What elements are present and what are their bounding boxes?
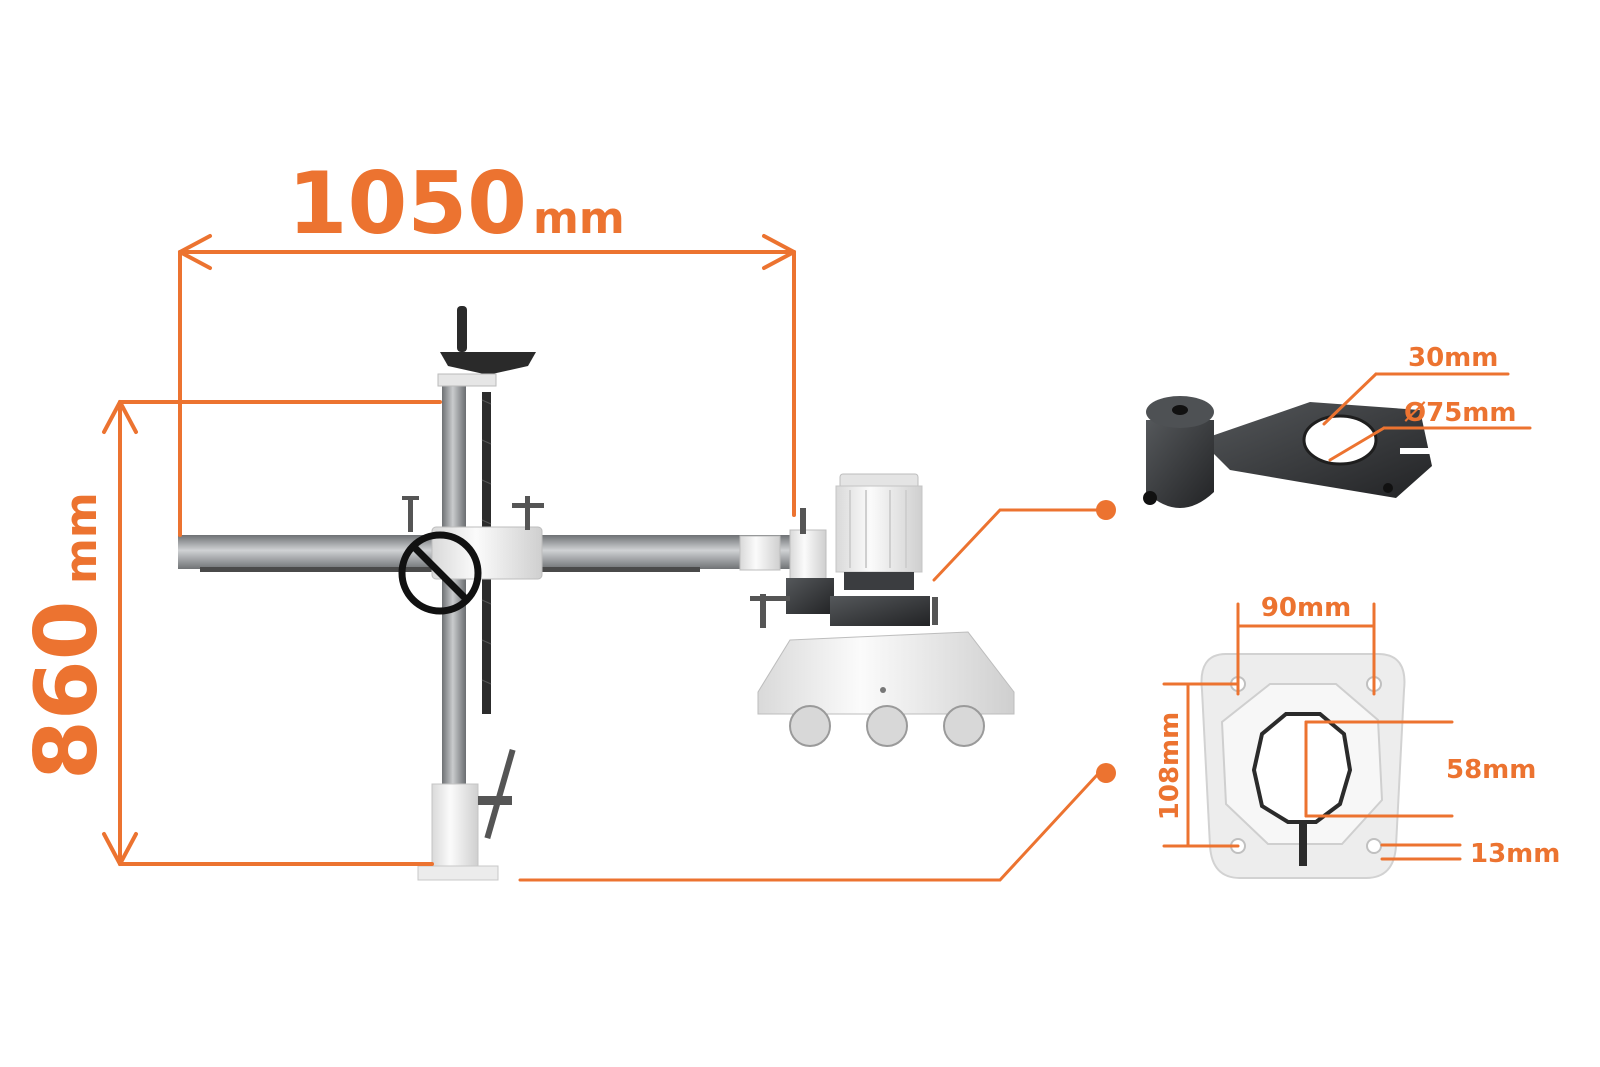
lead-screw-threads [481,399,492,685]
column-top-cap [437,373,497,387]
clamp-bore [1302,414,1378,466]
clamp-thickness-label: 30mm [1408,343,1498,373]
height-dimension: 860 mm [17,400,442,866]
base-split-slot [1299,822,1307,866]
feeder-bracket-lever [800,508,806,534]
width-unit: mm [533,193,625,244]
arm-lock-lever-right [512,496,544,530]
arm-end-block [739,535,781,571]
motor-body [835,485,923,573]
feed-rollers [789,705,985,747]
clamp-callout-leader [932,500,1116,582]
motor-gear-housing [830,596,930,626]
feed-roller-3 [943,705,985,747]
feed-roller-1 [789,705,831,747]
clamp-post-side-hole [1143,491,1157,505]
clamp-bore-label: Ø75mm [1404,398,1516,428]
no-adjust-icon [398,531,482,615]
motor-height-lever [932,597,938,625]
base-callout-leader [518,763,1116,882]
feeder-gearbox [786,578,834,614]
motor-fins [849,490,907,568]
width-value: 1050 [288,154,527,254]
cover-screw [880,687,886,693]
column-base-plate [417,865,499,881]
handwheel-icon [440,352,536,374]
column-base-detail: 90mm 108mm 58mm 13mm [1155,593,1560,879]
base-hole-spacing-label: 90mm [1261,593,1351,623]
clamp-screw-hole [1383,483,1393,493]
column-base-block [431,783,479,867]
feeder-side-lever [750,596,790,601]
feeder-side-lever-post [760,594,766,628]
base-lock-lever [478,748,516,840]
base-height-label: 108mm [1155,712,1185,820]
crank-handle [457,306,467,352]
arm-lock-lever-left [402,496,419,532]
arm-clamp-detail: 30mm Ø75mm [1143,343,1532,508]
motor-flange [844,572,914,590]
height-unit: mm [56,492,107,584]
feeder-bracket [789,529,827,581]
base-hole-size-label: 13mm [1470,839,1560,869]
base-bore-polygon [1251,712,1353,824]
clamp-split-gap [1400,448,1430,454]
width-dimension: 1050 mm [178,154,796,537]
clamp-post [1146,420,1214,508]
clamp-post-hole [1172,405,1188,415]
height-value: 860 [17,600,117,780]
base-mount-hole-br [1366,838,1382,854]
feed-roller-2 [866,705,908,747]
feeder-roller-cover [757,631,1015,715]
base-bore-label: 58mm [1446,755,1536,785]
power-feeder-machine [178,306,1015,881]
